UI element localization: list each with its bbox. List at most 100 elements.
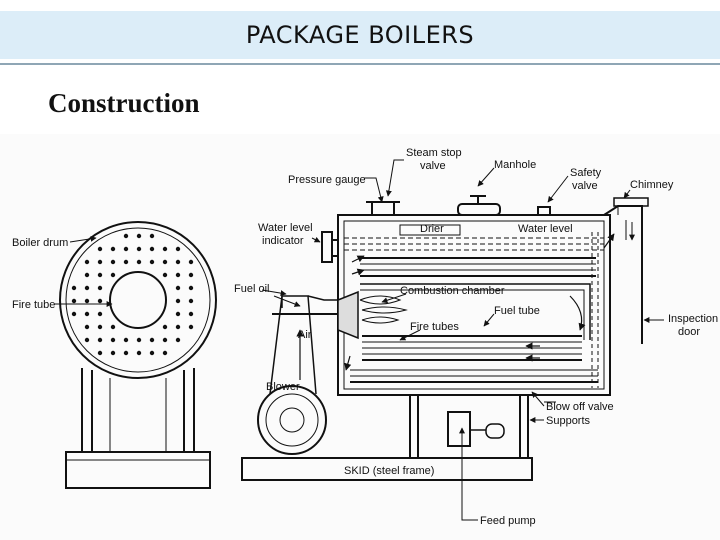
tube-hole [84, 285, 90, 291]
tube-hole [97, 350, 103, 356]
tube-hole [97, 337, 103, 343]
tube-hole [84, 311, 90, 317]
tube-hole [175, 272, 181, 278]
page-title: PACKAGE BOILERS [245, 21, 475, 49]
label-water-level-indicator-1: Water level [258, 222, 313, 234]
leader-lines [54, 159, 664, 521]
tube-hole [188, 324, 194, 330]
tube-hole [188, 272, 194, 278]
tube-hole [136, 246, 142, 252]
label-fuel-tube: Fuel tube [494, 305, 540, 317]
skid-frame [241, 457, 533, 481]
tube-hole [84, 259, 90, 265]
tube-hole [97, 259, 103, 265]
label-blower: Blower [266, 381, 300, 393]
boiler-shell [337, 214, 611, 396]
tube-hole [110, 272, 116, 278]
tube-hole [175, 311, 181, 317]
tube-hole [162, 350, 168, 356]
tube-hole [110, 246, 116, 252]
tube-hole [149, 259, 155, 265]
tube-hole [188, 298, 194, 304]
label-safety-valve-1: Safety [570, 167, 602, 179]
label-feed-pump: Feed pump [480, 515, 536, 527]
tube-hole [162, 246, 168, 252]
tube-holes [71, 233, 194, 356]
label-safety-valve-2: valve [572, 180, 598, 192]
label-steam-stop-valve-1: Steam stop [406, 147, 462, 159]
tube-hole [136, 350, 142, 356]
tube-hole [84, 298, 90, 304]
label-boiler-drum: Boiler drum [12, 237, 68, 249]
fire-tube-circle [109, 271, 167, 329]
tube-hole [123, 350, 129, 356]
tube-hole [175, 259, 181, 265]
label-water-level-indicator-2: indicator [262, 235, 304, 247]
label-fuel-oil: Fuel oil [234, 283, 269, 295]
label-drier: Drier [420, 223, 444, 235]
tube-hole [84, 337, 90, 343]
tube-hole [97, 298, 103, 304]
tube-hole [175, 337, 181, 343]
tube-hole [175, 298, 181, 304]
label-steam-stop-valve-2: valve [420, 160, 446, 172]
tube-hole [149, 233, 155, 239]
tube-hole [71, 285, 77, 291]
tube-hole [84, 272, 90, 278]
label-pressure-gauge: Pressure gauge [288, 174, 366, 186]
label-combustion-chamber: Combustion chamber [400, 285, 505, 297]
tube-hole [188, 259, 194, 265]
tube-hole [110, 259, 116, 265]
tube-hole [162, 337, 168, 343]
label-manhole: Manhole [494, 159, 536, 171]
tube-hole [136, 233, 142, 239]
diagram-frame [0, 134, 720, 540]
boiler-body [337, 214, 615, 396]
feed-pump-body [447, 411, 471, 447]
label-air: Air [298, 329, 312, 341]
manhole [457, 203, 501, 216]
tube-hole [97, 311, 103, 317]
tube-hole [188, 285, 194, 291]
tube-hole [123, 337, 129, 343]
label-inspection-door-2: door [678, 326, 700, 338]
burner [337, 290, 359, 340]
tube-hole [149, 337, 155, 343]
section-heading: Construction [48, 88, 200, 118]
tube-hole [71, 311, 77, 317]
label-blow-off-valve: Blow off valve [546, 401, 614, 413]
label-fire-tubes: Fire tubes [410, 321, 459, 333]
tube-hole [162, 259, 168, 265]
steam-stop-valve [371, 201, 395, 216]
safety-valve [537, 206, 551, 216]
label-supports: Supports [546, 415, 591, 427]
tube-hole [97, 272, 103, 278]
tube-hole [123, 233, 129, 239]
blower-assembly [257, 295, 338, 455]
top-fittings [321, 195, 649, 344]
tube-hole [136, 259, 142, 265]
diagram-labels: Boiler drum Fire tube Pressure gauge Ste… [12, 147, 718, 527]
tube-hole [175, 285, 181, 291]
blower [257, 385, 327, 455]
tube-hole [123, 259, 129, 265]
tube-hole [175, 324, 181, 330]
tube-hole [162, 324, 168, 330]
tube-hole [162, 272, 168, 278]
boiler-drum-shell [59, 221, 217, 379]
label-chimney: Chimney [630, 179, 674, 191]
tube-hole [149, 350, 155, 356]
header-bar: PACKAGE BOILERS [0, 11, 720, 59]
tube-hole [136, 337, 142, 343]
tube-hole [110, 350, 116, 356]
tube-hole [123, 246, 129, 252]
tube-hole [71, 298, 77, 304]
drum-base [65, 451, 211, 489]
tube-hole [97, 285, 103, 291]
tube-hole [188, 311, 194, 317]
tube-hole [175, 246, 181, 252]
label-fire-tube: Fire tube [12, 299, 55, 311]
tube-hole [149, 246, 155, 252]
boiler-drum-section [59, 221, 217, 489]
